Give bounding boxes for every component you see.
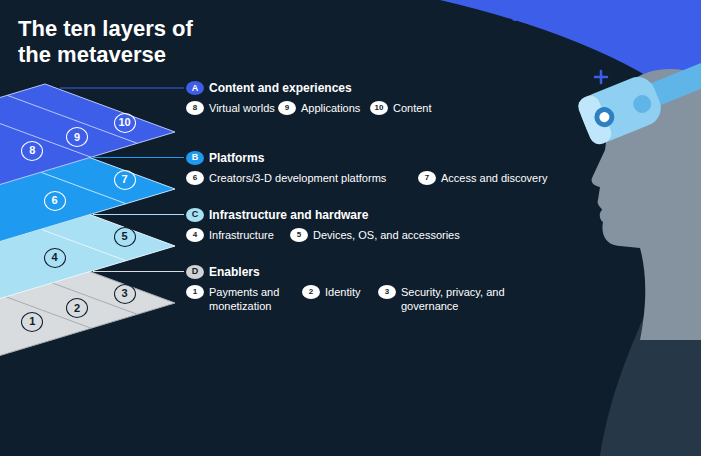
goggle-front [575,93,614,148]
item-label: Applications [301,101,360,115]
goggle-lens-ring [598,111,611,124]
item-label: Devices, OS, and accessories [313,228,460,242]
item-number: 5 [290,228,308,242]
item-label: Access and discovery [441,171,547,185]
layer-heading: D Enablers [186,265,260,279]
layer-letter: D [186,265,204,279]
item-number: 2 [302,285,320,299]
callout-number: 8 [21,141,43,161]
layer-heading: B Platforms [186,151,264,165]
item-number: 1 [186,285,204,299]
callout-number: 2 [66,298,88,318]
layer-title: Platforms [209,151,264,165]
item-number: 9 [278,101,296,115]
layer-letter: B [186,151,204,165]
layer-number: 5 [114,227,136,247]
callout-number: 7 [114,170,136,190]
layer-number: 1 [21,312,43,332]
item-label: Security, privacy, and governance [401,285,516,313]
layer-title: Enablers [209,265,260,279]
dot [512,15,518,21]
layer-item: 4 Infrastructure [186,228,274,242]
layer-item: 10 Content [370,101,432,115]
layer-number: 8 [21,141,43,161]
plus-sign [595,71,607,83]
head [592,69,701,340]
callout-number: 3 [114,284,136,304]
layer-number: 2 [66,298,88,318]
callout-number: 5 [114,227,136,247]
layer-item: 9 Applications [278,101,360,115]
leader-line [93,271,184,272]
callout-number: 6 [44,191,66,211]
item-label: Virtual worlds [209,101,275,115]
item-label: Creators/3-D development platforms [209,171,386,185]
item-number: 3 [378,285,396,299]
layer-number: 7 [114,170,136,190]
layer-item: 3 Security, privacy, and governance [378,285,516,313]
layer-number: 4 [44,248,66,268]
goggle-knob [631,92,654,115]
goggle-body [575,72,666,148]
item-label: Content [393,101,432,115]
callout-number: 9 [66,127,88,147]
item-number: 7 [418,171,436,185]
layer-a [0,84,175,216]
layer-title: Content and experiences [209,81,352,95]
layer-number: 9 [66,127,88,147]
leader-line [93,157,184,158]
callout-number: 1 [21,312,43,332]
layer-item: 2 Identity [302,285,360,299]
item-label: Identity [325,285,360,299]
item-label: Infrastructure [209,228,274,242]
layer-number: 10 [114,113,136,133]
layer-item: 7 Access and discovery [418,171,547,185]
item-label: Payments and monetization [209,285,295,313]
layer-item: 1 Payments and monetization [186,285,295,313]
layer-letter: A [186,81,204,95]
layer-item: 6 Creators/3-D development platforms [186,171,386,185]
layer-item: 8 Virtual worlds [186,101,275,115]
leader-line [93,214,184,215]
layer-number: 6 [44,191,66,211]
item-number: 10 [370,101,388,115]
callout-number: 4 [44,248,66,268]
vr-goggles [575,51,701,147]
layer-letter: C [186,208,204,222]
leader-line [60,87,184,88]
item-number: 8 [186,101,204,115]
layer-heading: A Content and experiences [186,81,352,95]
layer-title: Infrastructure and hardware [209,208,368,222]
layer-heading: C Infrastructure and hardware [186,208,368,222]
layer-number: 3 [114,284,136,304]
item-number: 4 [186,228,204,242]
goggle-lens [591,104,617,130]
item-number: 6 [186,171,204,185]
layer-item: 5 Devices, OS, and accessories [290,228,460,242]
callout-number: 10 [114,113,136,133]
diagram-title: The ten layers of the metaverse [18,16,218,69]
